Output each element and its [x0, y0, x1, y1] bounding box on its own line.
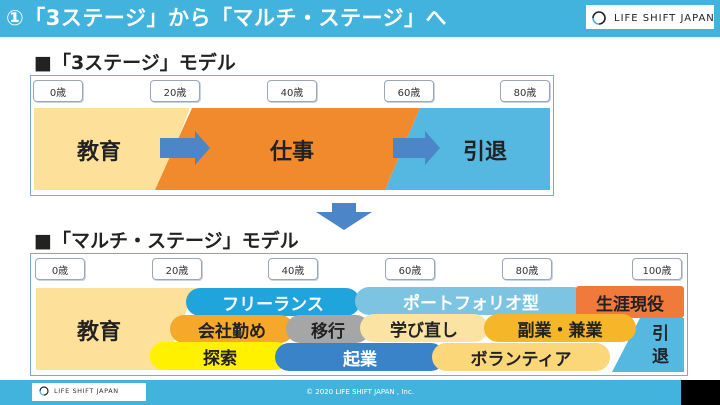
age-tag-100: 100歳	[632, 258, 682, 280]
pill-startup: 起業	[275, 343, 445, 371]
retire-label-top: 引	[652, 324, 669, 344]
footer-corner-block	[681, 380, 720, 405]
brand-logo-footer: LIFE SHIFT JAPAN	[38, 385, 119, 397]
pill-relearn: 学び直し	[360, 314, 488, 342]
footer-brand-name: LIFE SHIFT JAPAN	[54, 387, 119, 395]
pill-sidejob: 副業・兼業	[484, 314, 636, 342]
pill-volunteer: ボランティア	[432, 343, 610, 371]
age-tag-40: 40歳	[267, 80, 317, 102]
pill-lifelong: 生涯現役	[576, 286, 684, 318]
education-band	[34, 108, 190, 190]
age-tag-20: 20歳	[152, 258, 202, 280]
retire-band	[612, 318, 684, 372]
pill-freelance: フリーランス	[186, 288, 360, 316]
three-stage-heading: ■「3ステージ」モデル	[34, 52, 236, 74]
age-tag-20: 20歳	[150, 80, 200, 102]
age-tag-80: 80歳	[502, 258, 552, 280]
stage-education-label: 教育	[77, 140, 122, 165]
retire-label-bottom: 退	[652, 347, 669, 367]
brand-top-background	[586, 5, 714, 29]
work-band	[155, 108, 420, 190]
copyright-text: © 2020 LIFE SHIFT JAPAN , Inc.	[306, 388, 414, 396]
age-tag-0: 0歳	[33, 80, 83, 102]
pill-employee: 会社勤め	[170, 315, 294, 343]
pill-portfolio: ポートフォリオ型	[355, 287, 587, 315]
brand-circle-icon	[592, 11, 606, 25]
multi-stage-heading: ■「マルチ・ステージ」モデル	[34, 230, 299, 252]
brand-circle-icon	[39, 386, 49, 396]
slide-title: ①「3ステージ」から「マルチ・ステージ」へ	[6, 6, 448, 30]
arrow-right-icon	[160, 131, 210, 165]
pill-explore: 探索	[150, 342, 290, 370]
age-tag-60: 60歳	[384, 80, 434, 102]
retire-band	[385, 108, 550, 190]
footer-brand-background	[32, 383, 146, 401]
age-tag-0: 0歳	[35, 258, 85, 280]
stage-education-label: 教育	[77, 320, 122, 345]
stage-work-label: 仕事	[270, 140, 315, 165]
age-tag-60: 60歳	[385, 258, 435, 280]
arrow-down-icon	[316, 203, 372, 230]
age-tag-40: 40歳	[268, 258, 318, 280]
arrow-right-icon	[393, 131, 440, 165]
brand-name: LIFE SHIFT JAPAN	[614, 12, 715, 24]
brand-logo-top: LIFE SHIFT JAPAN	[590, 8, 715, 28]
stage-retire-label: 引退	[463, 140, 508, 165]
pill-transition: 移行	[286, 315, 370, 343]
age-tag-80: 80歳	[500, 80, 550, 102]
